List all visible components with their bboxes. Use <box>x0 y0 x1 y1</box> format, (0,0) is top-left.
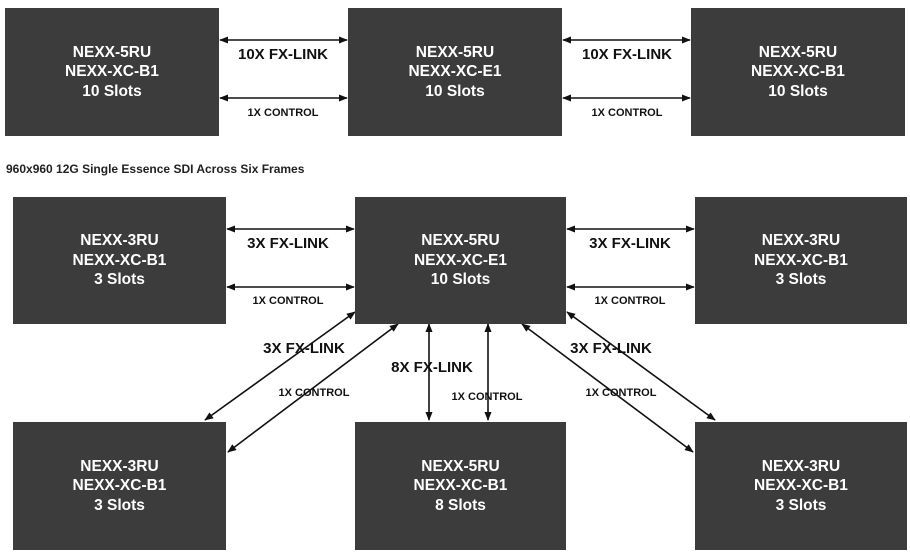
control-label-hub-right: 1X CONTROL <box>595 295 666 307</box>
frame-slots: 8 Slots <box>435 496 486 514</box>
control-label-top-right: 1X CONTROL <box>592 107 663 119</box>
frame-side-left: NEXX-3RU NEXX-XC-B1 3 Slots <box>13 197 226 324</box>
fx-link-arrow-bottom-right <box>566 311 716 421</box>
frame-model: NEXX-5RU <box>758 43 838 61</box>
frame-slots: 10 Slots <box>82 82 142 100</box>
frame-model: NEXX-5RU <box>72 43 152 61</box>
frame-card: NEXX-XC-B1 <box>72 477 167 495</box>
frame-model: NEXX-3RU <box>80 232 159 250</box>
control-label-bottom-right: 1X CONTROL <box>586 387 657 399</box>
control-arrow-bottom-left <box>227 323 399 453</box>
frame-bottom-center: NEXX-5RU NEXX-XC-B1 8 Slots <box>355 422 566 550</box>
fx-link-label-hub-left: 3X FX-LINK <box>247 235 329 252</box>
frame-card: NEXX-XC-B1 <box>754 477 848 495</box>
frame-card: NEXX-XC-B1 <box>65 63 159 81</box>
frame-slots: 10 Slots <box>768 82 828 100</box>
frame-card: NEXX-XC-B1 <box>751 63 845 81</box>
frame-slots: 10 Slots <box>430 271 491 289</box>
fx-link-label-bottom-left: 3X FX-LINK <box>263 340 345 357</box>
frame-side-right: NEXX-3RU NEXX-XC-B1 3 Slots <box>695 197 907 324</box>
frame-card: NEXX-XC-B1 <box>72 251 167 269</box>
fx-link-label-bottom-right: 3X FX-LINK <box>570 340 652 357</box>
frame-hub: NEXX-5RU NEXX-XC-E1 10 Slots <box>355 197 566 324</box>
fx-link-label-bottom-center: 8X FX-LINK <box>391 359 473 376</box>
control-label-top-left: 1X CONTROL <box>248 107 319 119</box>
frame-top-left: NEXX-5RU NEXX-XC-B1 10 Slots <box>5 8 219 136</box>
control-label-hub-left: 1X CONTROL <box>253 295 324 307</box>
frame-slots: 3 Slots <box>775 271 827 289</box>
frame-model: NEXX-5RU <box>421 457 500 475</box>
fx-link-label-hub-right: 3X FX-LINK <box>589 235 671 252</box>
frame-card: NEXX-XC-B1 <box>413 477 508 495</box>
frame-model: NEXX-5RU <box>415 43 495 61</box>
frame-bottom-left: NEXX-3RU NEXX-XC-B1 3 Slots <box>13 422 226 550</box>
control-label-bottom-center: 1X CONTROL <box>452 391 523 403</box>
frame-card: NEXX-XC-E1 <box>413 251 508 269</box>
frame-model: NEXX-5RU <box>421 232 500 250</box>
frame-slots: 3 Slots <box>94 496 145 514</box>
frame-model: NEXX-3RU <box>761 457 841 475</box>
frame-card: NEXX-XC-B1 <box>754 251 848 269</box>
control-arrow-bottom-right <box>521 323 694 453</box>
frame-bottom-right: NEXX-3RU NEXX-XC-B1 3 Slots <box>695 422 907 550</box>
diagram-caption: 960x960 12G Single Essence SDI Across Si… <box>6 162 305 176</box>
frame-slots: 10 Slots <box>425 82 485 100</box>
frame-top-right: NEXX-5RU NEXX-XC-B1 10 Slots <box>691 8 905 136</box>
frame-model: NEXX-3RU <box>761 232 841 250</box>
frame-slots: 3 Slots <box>775 496 827 514</box>
frame-model: NEXX-3RU <box>80 457 159 475</box>
frame-card: NEXX-XC-E1 <box>408 63 502 81</box>
frame-top-center: NEXX-5RU NEXX-XC-E1 10 Slots <box>348 8 562 136</box>
fx-link-label-top-left: 10X FX-LINK <box>238 46 328 63</box>
fx-link-arrow-bottom-left <box>204 311 356 421</box>
control-label-bottom-left: 1X CONTROL <box>279 387 350 399</box>
frame-slots: 3 Slots <box>94 271 145 289</box>
fx-link-label-top-right: 10X FX-LINK <box>582 46 672 63</box>
